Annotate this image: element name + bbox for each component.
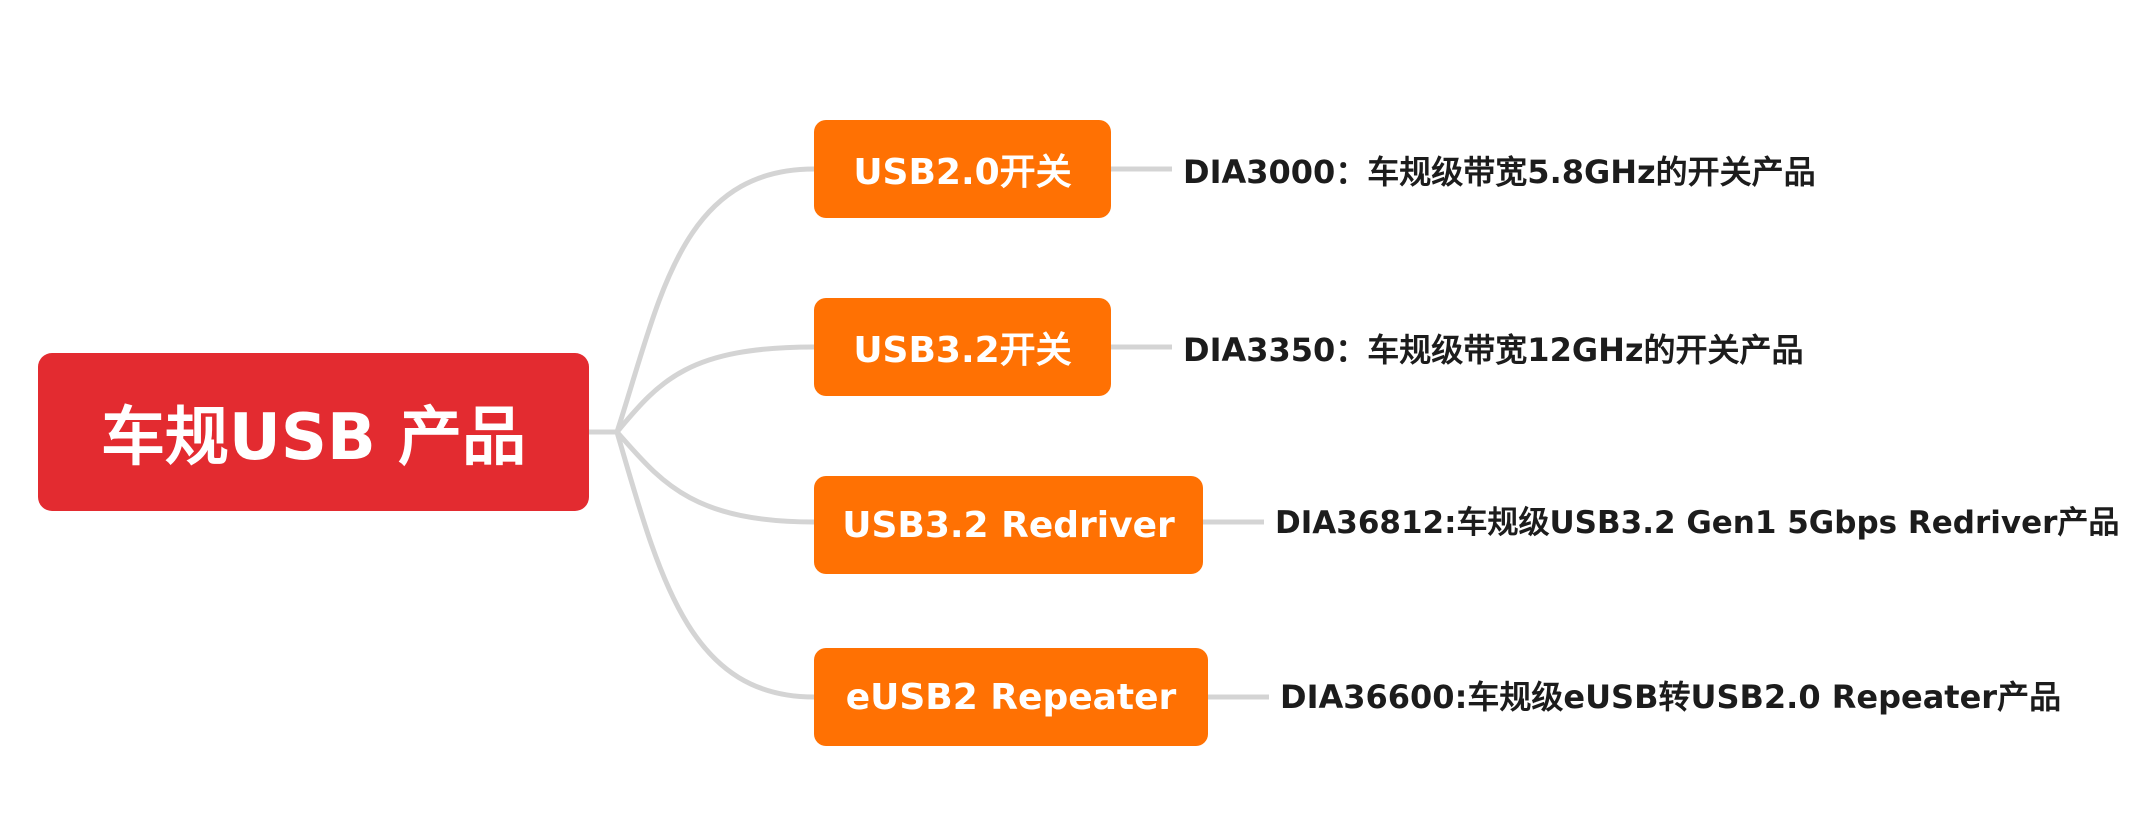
leaf-text-dia36600: DIA36600:车规级eUSB转USB2.0 Repeater产品: [1280, 678, 2062, 716]
leaf-text-dia36812: DIA36812:车规级USB3.2 Gen1 5Gbps Redriver产品: [1275, 505, 2120, 541]
branch-node-usb32-redriver: USB3.2 Redriver: [814, 476, 1203, 574]
branch-node-eusb2-repeater: eUSB2 Repeater: [814, 648, 1208, 746]
root-node: 车规USB 产品: [38, 353, 589, 511]
connector-root-b2: [615, 344, 815, 434]
branch-node-usb32-switch: USB3.2开关: [814, 298, 1111, 396]
connector-root-b4: [614, 431, 815, 700]
connector-root-b3: [615, 430, 815, 525]
leaf-text-dia3000: DIA3000：车规级带宽5.8GHz的开关产品: [1183, 153, 1816, 191]
leaf-text-dia3350: DIA3350：车规级带宽12GHz的开关产品: [1183, 331, 1804, 369]
branch-node-usb20-switch: USB2.0开关: [814, 120, 1111, 218]
connector-root-b1: [614, 166, 815, 433]
